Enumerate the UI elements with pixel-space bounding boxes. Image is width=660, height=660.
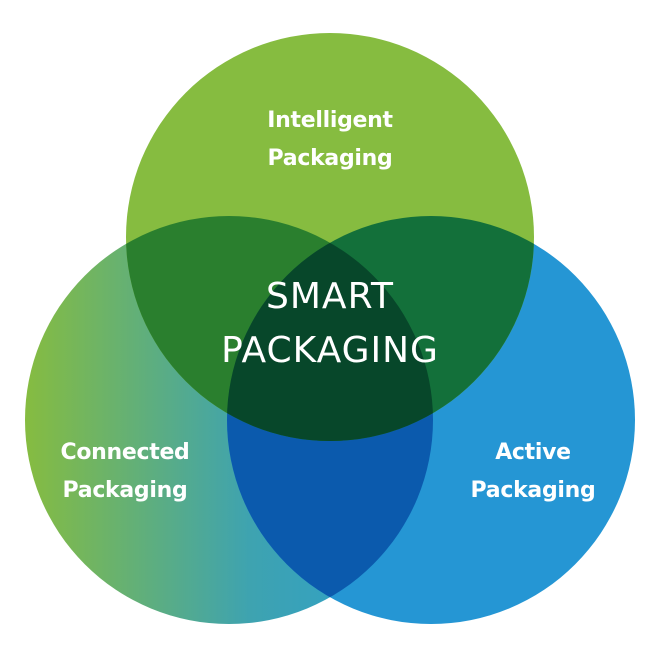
label-active-line2: Packaging: [470, 478, 596, 503]
center-label-smart-packaging: SMART PACKAGING: [221, 270, 439, 378]
label-active-packaging: Active Packaging: [471, 434, 596, 510]
label-connected-packaging: Connected Packaging: [60, 434, 189, 510]
label-intelligent-line1: Intelligent: [267, 108, 393, 133]
label-connected-line1: Connected: [60, 440, 190, 465]
label-intelligent-line2: Packaging: [267, 146, 393, 171]
label-intelligent-packaging: Intelligent Packaging: [267, 102, 393, 178]
center-label-line2: PACKAGING: [221, 330, 439, 371]
label-active-line1: Active: [495, 440, 571, 465]
label-connected-line2: Packaging: [62, 478, 188, 503]
center-label-line1: SMART: [266, 276, 394, 317]
